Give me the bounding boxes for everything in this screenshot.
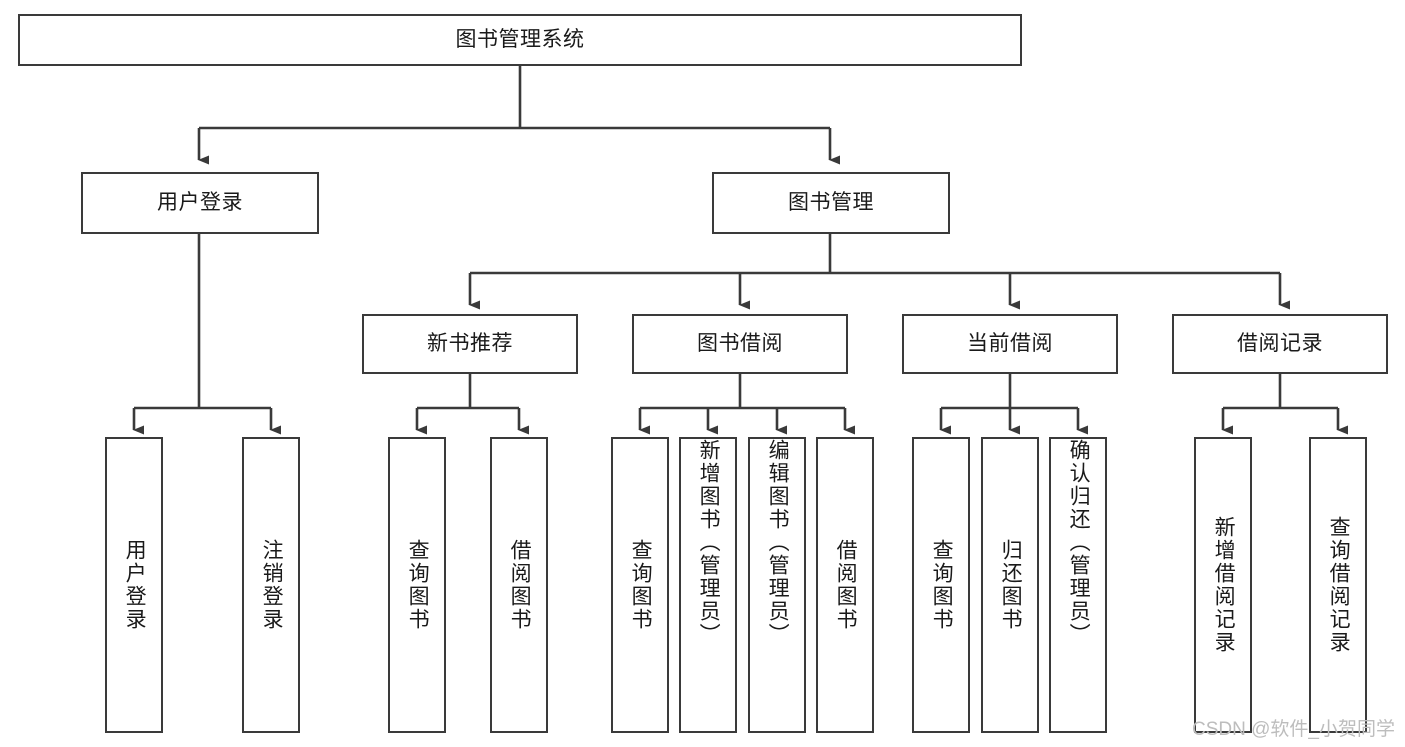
node-leaf-add-record-label: 新增借阅记录 [1212, 516, 1236, 654]
node-leaf-borrow-book-2-label: 借阅图书 [834, 539, 858, 631]
node-user-login[interactable]: 用户登录 [81, 172, 319, 234]
node-leaf-borrow-book-2[interactable]: 借阅图书 [816, 437, 874, 733]
node-leaf-query-record-label: 查询借阅记录 [1327, 516, 1351, 654]
node-leaf-add-book-label: 新增图书（管理员） [697, 439, 721, 646]
node-new-book-rec-label: 新书推荐 [427, 331, 513, 355]
node-leaf-query-book-3-label: 查询图书 [930, 539, 954, 631]
node-book-manage[interactable]: 图书管理 [712, 172, 950, 234]
node-leaf-query-record[interactable]: 查询借阅记录 [1309, 437, 1367, 733]
node-book-borrow-label: 图书借阅 [697, 331, 783, 355]
node-leaf-user-login[interactable]: 用户登录 [105, 437, 163, 733]
node-new-book-rec[interactable]: 新书推荐 [362, 314, 578, 374]
node-leaf-query-book-3[interactable]: 查询图书 [912, 437, 970, 733]
node-root-label: 图书管理系统 [455, 27, 585, 51]
node-leaf-edit-book[interactable]: 编辑图书（管理员） [748, 437, 806, 733]
node-leaf-return-book-label: 归还图书 [999, 539, 1023, 631]
node-leaf-query-book-2-label: 查询图书 [629, 539, 653, 631]
node-leaf-return-book[interactable]: 归还图书 [981, 437, 1039, 733]
node-leaf-query-book-2[interactable]: 查询图书 [611, 437, 669, 733]
node-leaf-logout-label: 注销登录 [260, 539, 284, 631]
node-book-manage-label: 图书管理 [788, 190, 874, 214]
node-book-borrow[interactable]: 图书借阅 [632, 314, 848, 374]
node-user-login-label: 用户登录 [157, 190, 243, 214]
node-current-borrow[interactable]: 当前借阅 [902, 314, 1118, 374]
node-leaf-query-book-1[interactable]: 查询图书 [388, 437, 446, 733]
node-leaf-borrow-book-1-label: 借阅图书 [508, 539, 532, 631]
node-leaf-query-book-1-label: 查询图书 [406, 539, 430, 631]
node-leaf-add-record[interactable]: 新增借阅记录 [1194, 437, 1252, 733]
node-leaf-edit-book-label: 编辑图书（管理员） [766, 439, 790, 646]
node-leaf-confirm-return[interactable]: 确认归还（管理员） [1049, 437, 1107, 733]
node-leaf-confirm-return-label: 确认归还（管理员） [1067, 439, 1091, 646]
csdn-watermark: CSDN @软件_小贺同学 [1192, 719, 1395, 740]
node-borrow-record[interactable]: 借阅记录 [1172, 314, 1388, 374]
node-leaf-user-login-label: 用户登录 [123, 539, 147, 631]
node-borrow-record-label: 借阅记录 [1237, 331, 1323, 355]
node-leaf-borrow-book-1[interactable]: 借阅图书 [490, 437, 548, 733]
node-leaf-add-book[interactable]: 新增图书（管理员） [679, 437, 737, 733]
node-root[interactable]: 图书管理系统 [18, 14, 1022, 66]
node-leaf-logout[interactable]: 注销登录 [242, 437, 300, 733]
node-current-borrow-label: 当前借阅 [967, 331, 1053, 355]
